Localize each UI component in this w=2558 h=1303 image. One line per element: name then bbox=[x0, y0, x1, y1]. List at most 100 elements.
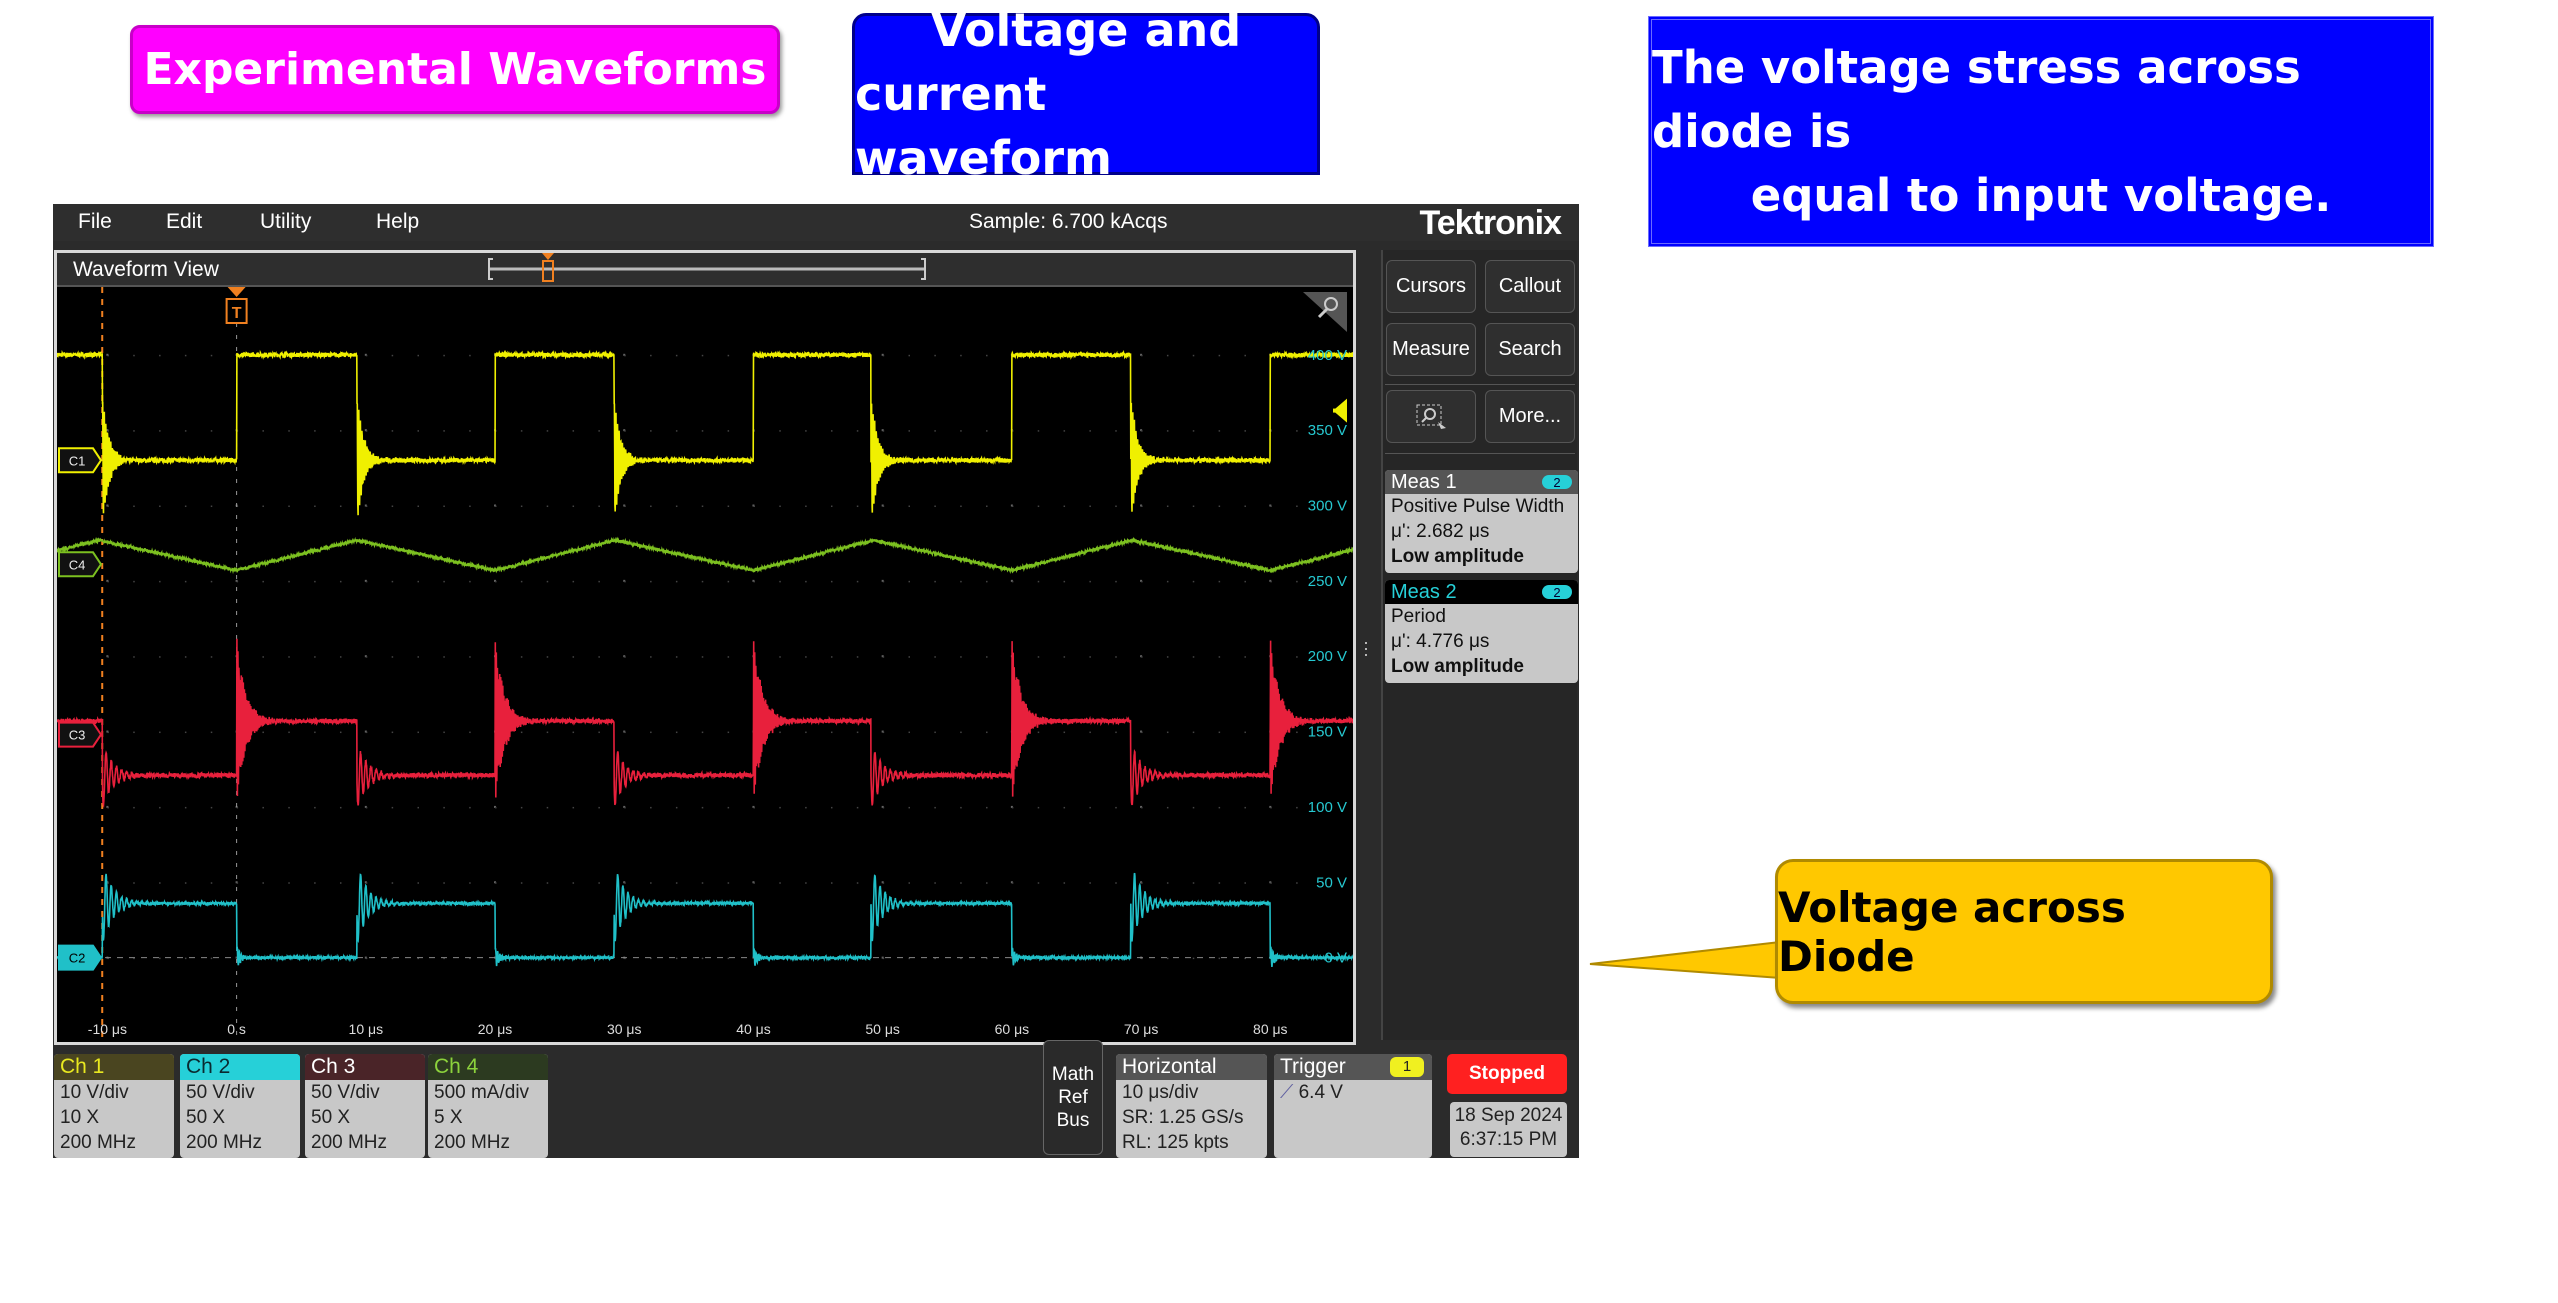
record-overview-slider[interactable] bbox=[487, 253, 927, 287]
zoom-magnifier-icon[interactable] bbox=[1303, 292, 1347, 332]
menu-file[interactable]: File bbox=[78, 210, 112, 233]
grid-dot bbox=[934, 430, 936, 432]
menu-utility[interactable]: Utility bbox=[260, 210, 312, 233]
grid-dot bbox=[210, 505, 213, 508]
grid-dot bbox=[1037, 806, 1040, 809]
menu-help[interactable]: Help bbox=[376, 210, 420, 233]
grid-dot bbox=[1270, 882, 1272, 884]
grid-dot bbox=[288, 731, 290, 734]
grid-dot bbox=[133, 430, 135, 432]
grid-dot bbox=[1063, 882, 1066, 884]
channel-marker-c4[interactable]: C4 bbox=[58, 551, 103, 578]
measure-button[interactable]: Measure bbox=[1386, 323, 1476, 376]
grid-dot bbox=[881, 655, 884, 658]
grid-dot bbox=[1218, 731, 1221, 734]
grid-dot bbox=[469, 731, 471, 734]
grid-dot bbox=[650, 505, 652, 508]
search-button[interactable]: Search bbox=[1485, 323, 1575, 376]
channel-marker-c3[interactable]: C3 bbox=[58, 721, 103, 748]
grid-dot bbox=[675, 430, 678, 432]
grid-dot bbox=[934, 882, 936, 884]
voltage-stress-note: The voltage stress across diode is equal… bbox=[1648, 16, 2434, 247]
grid-dot bbox=[572, 580, 575, 583]
grid-dot bbox=[520, 580, 523, 583]
grid-dot bbox=[1244, 354, 1246, 357]
channel-1-badge[interactable]: Ch 1 10 V/div 10 X 200 MHz bbox=[54, 1054, 174, 1158]
grid-dot bbox=[650, 580, 652, 583]
grid-dot bbox=[443, 731, 445, 734]
grid-dot bbox=[701, 656, 704, 658]
grid-dot bbox=[1089, 882, 1091, 884]
grid-dot bbox=[106, 655, 109, 658]
grid-dot bbox=[469, 656, 471, 658]
grid-dot bbox=[986, 656, 988, 658]
grid-dot bbox=[469, 505, 471, 508]
grid-dot bbox=[1218, 354, 1221, 357]
cursors-button[interactable]: Cursors bbox=[1386, 260, 1476, 313]
channel-marker-c1[interactable]: C1 bbox=[58, 447, 103, 474]
grid-dot bbox=[779, 505, 781, 508]
grid-dot bbox=[159, 957, 161, 960]
date-time-badge[interactable]: 18 Sep 2024 6:37:15 PM bbox=[1450, 1102, 1567, 1157]
channel-4-badge[interactable]: Ch 4 500 mA/div 5 X 200 MHz bbox=[428, 1054, 548, 1158]
meas-2-type: Period bbox=[1391, 606, 1446, 627]
grid-dot bbox=[650, 806, 652, 809]
panel-resize-handle[interactable]: ··· bbox=[1363, 632, 1369, 664]
grid-dot bbox=[417, 806, 420, 809]
grid-dot bbox=[1063, 505, 1066, 508]
grid-dot bbox=[701, 505, 704, 508]
grid-dot bbox=[520, 882, 523, 884]
grid-dot bbox=[159, 505, 161, 508]
grid-dot bbox=[960, 354, 962, 357]
grid-dot bbox=[1166, 957, 1169, 960]
grid-dot bbox=[443, 656, 445, 658]
math-ref-bus-button[interactable]: Math Ref Bus bbox=[1043, 1040, 1103, 1155]
grid-dot bbox=[391, 957, 394, 960]
grid-dot bbox=[1192, 806, 1195, 809]
control-panel: Cursors Callout Measure Search More... M… bbox=[1381, 250, 1578, 1040]
channel-2-badge[interactable]: Ch 2 50 V/div 50 X 200 MHz bbox=[180, 1054, 300, 1158]
grid-dot bbox=[364, 655, 367, 658]
run-stop-button[interactable]: Stopped bbox=[1447, 1054, 1567, 1094]
x-tick-label: -10 μs bbox=[88, 1021, 127, 1037]
ch1-scale: 10 V/div bbox=[60, 1082, 129, 1103]
grid-dot bbox=[184, 731, 187, 734]
grid-dot bbox=[365, 882, 368, 884]
grid-dot bbox=[960, 882, 962, 884]
grid-dot bbox=[960, 656, 962, 658]
record-length: RL: 125 kpts bbox=[1122, 1132, 1229, 1153]
grid-dot bbox=[1037, 656, 1040, 658]
grid-dot bbox=[365, 731, 368, 734]
x-tick-label: 0 s bbox=[227, 1021, 246, 1037]
grid-dot bbox=[572, 656, 575, 658]
more-button[interactable]: More... bbox=[1485, 390, 1575, 443]
grid-dot bbox=[495, 806, 497, 809]
grid-dot bbox=[624, 806, 626, 809]
grid-dot bbox=[1141, 806, 1143, 809]
grid-dot bbox=[675, 957, 678, 960]
marker-label: C1 bbox=[69, 453, 86, 468]
grid-dot bbox=[882, 882, 885, 884]
channel-3-badge[interactable]: Ch 3 50 V/div 50 X 200 MHz bbox=[305, 1054, 425, 1158]
grid-dot bbox=[1244, 882, 1246, 884]
trigger-marker-icon bbox=[225, 298, 248, 324]
grid-dot bbox=[443, 354, 445, 357]
grid-dot bbox=[546, 656, 549, 658]
grid-dot bbox=[598, 882, 600, 884]
grid-dot bbox=[520, 731, 523, 734]
zoom-select-button[interactable] bbox=[1386, 390, 1476, 443]
grid-dot bbox=[546, 580, 549, 583]
grid-dot bbox=[779, 430, 781, 432]
grid-dot bbox=[107, 505, 109, 508]
meas-1-status: Low amplitude bbox=[1391, 546, 1524, 567]
horizontal-badge[interactable]: Horizontal 10 μs/div SR: 1.25 GS/s RL: 1… bbox=[1116, 1054, 1267, 1158]
grid-dot bbox=[805, 505, 807, 508]
callout-button[interactable]: Callout bbox=[1485, 260, 1575, 313]
channel-marker-c2[interactable]: C2 bbox=[58, 944, 103, 971]
ch3-bandwidth: 200 MHz bbox=[311, 1132, 388, 1153]
menu-edit[interactable]: Edit bbox=[166, 210, 203, 233]
